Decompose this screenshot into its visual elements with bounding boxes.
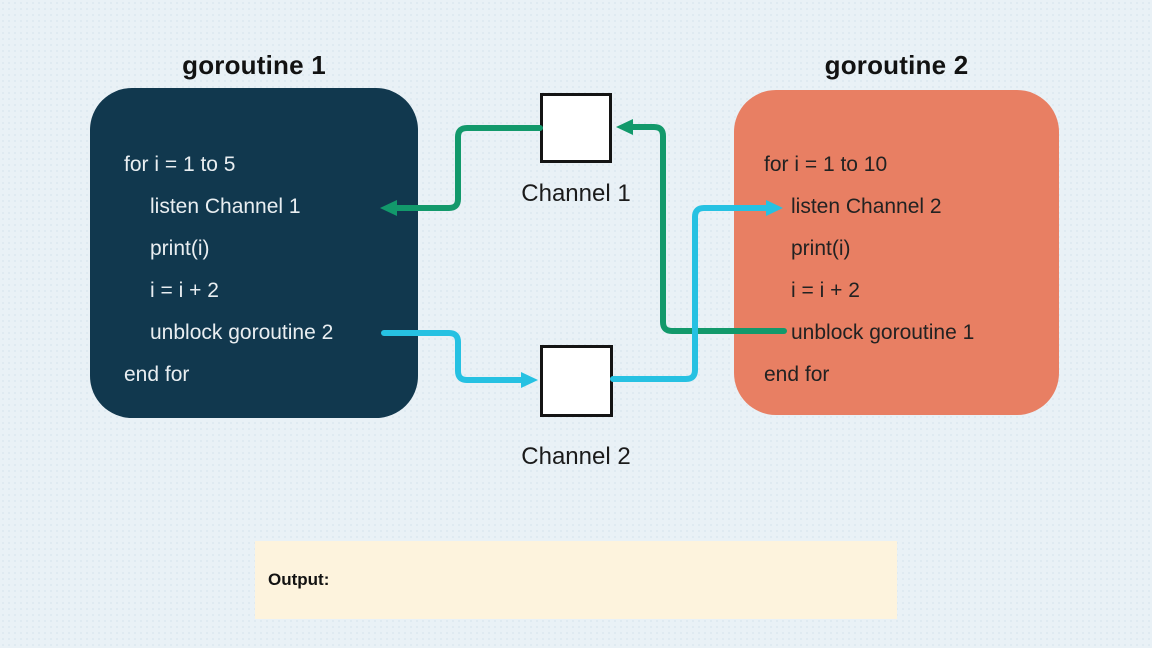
g1-line-print: print(i) [150,237,210,260]
channel1-label: Channel 1 [521,180,631,207]
arrowhead-channel1-right [616,119,633,135]
g1-line-unblock: unblock goroutine 2 [150,321,334,344]
g1-line-incr: i = i + 2 [150,279,219,302]
g2-line-for: for i = 1 to 10 [764,153,888,176]
arrowhead-channel2-left [521,372,538,388]
goroutine1-title: goroutine 1 [182,50,326,80]
goroutine2-box: for i = 1 to 10 listen Channel 2 print(i… [734,90,1059,415]
channel2-square [540,345,613,417]
goroutine1-box: for i = 1 to 5 listen Channel 1 print(i)… [90,88,418,418]
output-box: Output: [255,541,897,619]
g2-line-print: print(i) [791,237,851,260]
g2-line-unblock: unblock goroutine 1 [791,321,975,344]
output-label: Output: [268,570,330,589]
g1-line-listen: listen Channel 1 [150,195,301,218]
channel2-label: Channel 2 [521,443,631,470]
g1-line-endfor: end for [124,363,190,386]
g2-line-incr: i = i + 2 [791,279,860,302]
g2-line-listen: listen Channel 2 [791,195,942,218]
g1-line-for: for i = 1 to 5 [124,153,236,176]
g2-line-endfor: end for [764,363,830,386]
channel1-square [540,93,612,163]
goroutine2-title: goroutine 2 [824,50,969,80]
